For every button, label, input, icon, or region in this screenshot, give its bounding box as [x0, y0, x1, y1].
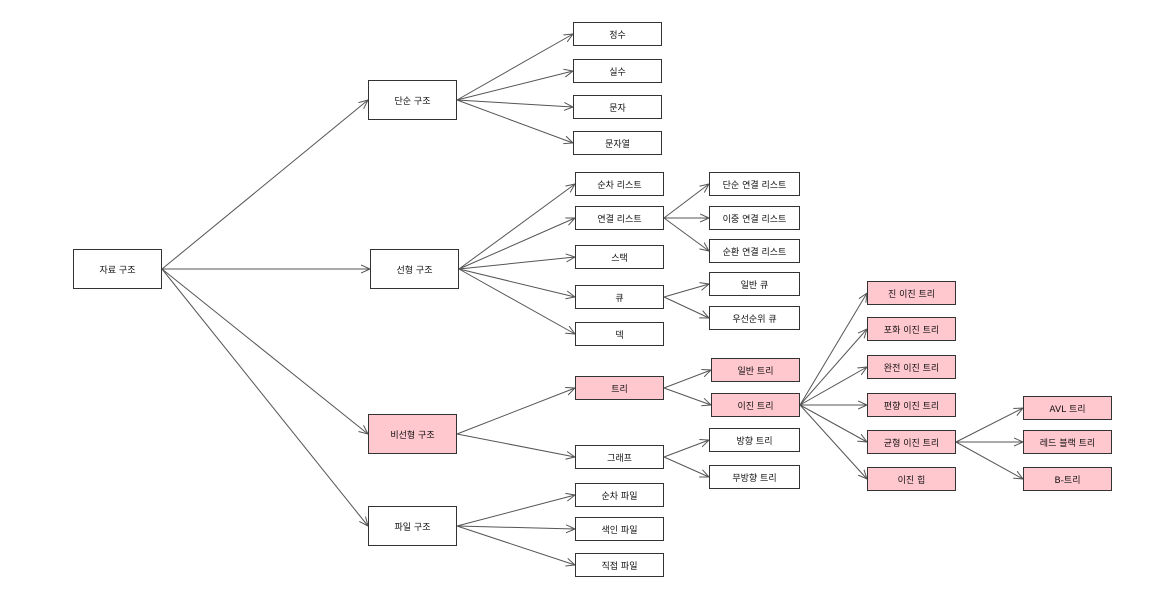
edge-balbt-to-btree	[955, 441, 1023, 479]
edge-graph-to-undirtree	[663, 456, 709, 477]
node-queue: 큐	[575, 285, 664, 309]
edge-file-to-dirfile	[456, 525, 575, 565]
node-stack: 스택	[575, 245, 664, 269]
node-rbt: 레드 블랙 트리	[1023, 430, 1112, 454]
edge-nonlinear-to-graph	[456, 433, 575, 457]
node-linkedlist: 연결 리스트	[575, 206, 664, 230]
edge-file-to-idxfile	[456, 526, 575, 529]
node-linear: 선형 구조	[370, 249, 459, 289]
node-skewbt: 편향 이진 트리	[867, 393, 956, 417]
node-cll: 순환 연결 리스트	[709, 239, 800, 263]
node-heap: 이진 힙	[867, 467, 956, 491]
node-gentree: 일반 트리	[711, 358, 800, 382]
node-file: 파일 구조	[368, 506, 457, 546]
node-dirfile: 직접 파일	[575, 553, 664, 577]
node-root: 자료 구조	[73, 249, 162, 289]
node-idxfile: 색인 파일	[575, 517, 664, 541]
node-simple: 단순 구조	[368, 80, 457, 120]
edge-bintree-to-truebt	[799, 293, 867, 406]
edge-simple-to-string	[456, 99, 573, 143]
edge-queue-to-normq	[663, 284, 709, 298]
edge-simple-to-int	[456, 34, 573, 101]
node-balbt: 균형 이진 트리	[867, 430, 956, 454]
node-dll: 이중 연결 리스트	[709, 206, 800, 230]
node-dirtree: 방향 트리	[709, 428, 800, 452]
node-normq: 일반 큐	[709, 272, 800, 296]
node-graph: 그래프	[575, 445, 664, 469]
node-string: 문자열	[573, 131, 662, 155]
node-undirtree: 무방향 트리	[709, 465, 800, 489]
edge-linear-to-queue	[458, 268, 575, 297]
node-prioq: 우선순위 큐	[709, 306, 800, 330]
edge-root-to-file	[161, 268, 368, 526]
node-real: 실수	[573, 59, 662, 83]
node-avl: AVL 트리	[1023, 396, 1112, 420]
node-satbt: 포화 이진 트리	[867, 317, 956, 341]
node-seqfile: 순차 파일	[575, 483, 664, 507]
edge-simple-to-real	[456, 71, 573, 101]
node-sll: 단순 연결 리스트	[709, 172, 800, 196]
edge-linkedlist-to-sll	[663, 184, 709, 219]
node-deque: 덱	[575, 322, 664, 346]
edge-file-to-seqfile	[456, 495, 575, 527]
edge-root-to-simple	[161, 100, 368, 270]
edge-bintree-to-compbt	[799, 367, 867, 406]
edge-linkedlist-to-cll	[663, 217, 709, 251]
edge-linear-to-linkedlist	[458, 218, 575, 270]
edge-bintree-to-heap	[799, 404, 867, 479]
edge-queue-to-prioq	[663, 296, 709, 318]
node-char: 문자	[573, 95, 662, 119]
edge-graph-to-dirtree	[663, 440, 709, 458]
edge-simple-to-char	[456, 99, 573, 107]
edge-balbt-to-avl	[955, 408, 1023, 443]
edge-tree-to-gentree	[663, 370, 711, 389]
edge-linear-to-stack	[458, 257, 575, 270]
edge-linear-to-seqlist	[458, 184, 575, 270]
node-btree: B-트리	[1023, 467, 1112, 491]
node-nonlinear: 비선형 구조	[368, 414, 457, 454]
edge-root-to-nonlinear	[161, 268, 368, 434]
node-tree: 트리	[575, 376, 664, 400]
edge-bintree-to-balbt	[799, 404, 867, 442]
edge-bintree-to-satbt	[799, 329, 867, 406]
edge-linear-to-deque	[458, 268, 575, 334]
node-int: 정수	[573, 22, 662, 46]
node-compbt: 완전 이진 트리	[867, 355, 956, 379]
edge-nonlinear-to-tree	[456, 388, 575, 435]
node-seqlist: 순차 리스트	[575, 172, 664, 196]
node-truebt: 진 이진 트리	[867, 281, 956, 305]
edge-tree-to-bintree	[663, 387, 711, 405]
node-bintree: 이진 트리	[711, 393, 800, 417]
